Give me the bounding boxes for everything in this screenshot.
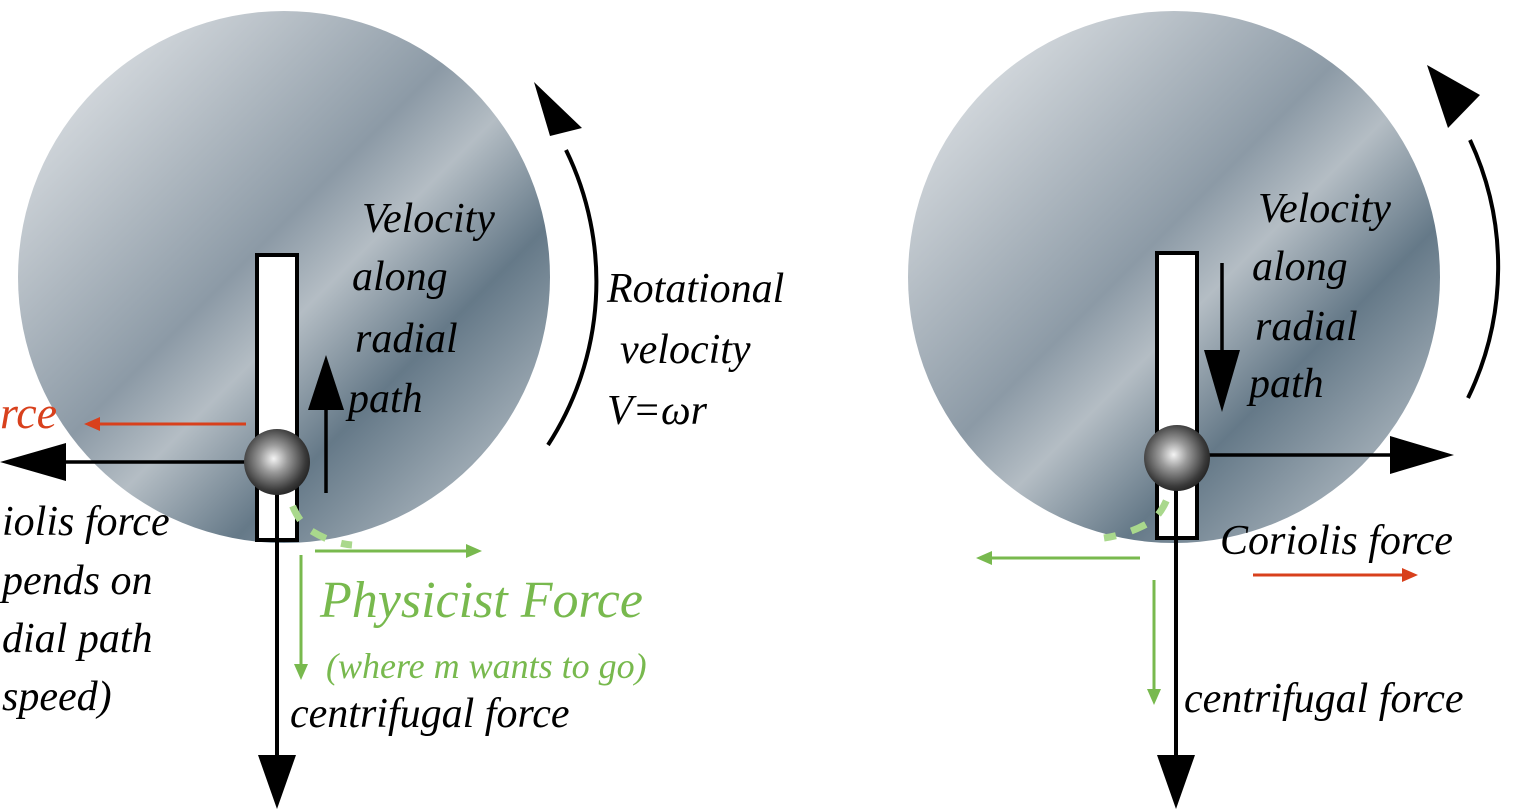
left-coriolis-label-3: dial path [2, 616, 153, 662]
right-rotation-arrowhead [1427, 65, 1480, 128]
rotational-formula: V=ωr [607, 388, 708, 434]
left-rotation-arc [548, 150, 596, 445]
rotational-label-1: Rotational [606, 266, 784, 312]
right-green-arrow-down-head [1147, 689, 1161, 705]
left-velocity-label-4: path [345, 376, 423, 422]
left-green-arrow-right-head [466, 544, 482, 558]
left-velocity-label-2: along [352, 254, 448, 300]
left-centrifugal-arrowhead [258, 755, 296, 809]
right-centrifugal-arrowhead [1157, 755, 1195, 809]
left-coriolis-label-1: iolis force [2, 499, 170, 545]
right-mass-ball [1144, 425, 1210, 491]
left-centrifugal-label: centrifugal force [290, 691, 570, 737]
right-rotation-arc [1468, 140, 1498, 398]
left-red-force-label: rce [0, 387, 57, 438]
right-green-arrow-left-head [976, 551, 992, 565]
physicist-force-label: Physicist Force [319, 572, 643, 629]
left-mass-ball [244, 429, 310, 495]
physicist-force-note: (where m wants to go) [326, 646, 647, 686]
right-velocity-label-1: Velocity [1258, 186, 1391, 232]
right-coriolis-label: Coriolis force [1220, 518, 1453, 564]
left-velocity-label-1: Velocity [362, 196, 495, 242]
left-green-arrow-down-head [294, 664, 308, 680]
left-coriolis-label-4: speed) [2, 674, 112, 720]
right-velocity-label-2: along [1252, 244, 1348, 290]
right-velocity-label-4: path [1246, 361, 1324, 407]
left-coriolis-arrowhead [0, 443, 66, 481]
left-coriolis-label-2: pends on [0, 558, 153, 604]
left-velocity-label-3: radial [355, 316, 458, 362]
rotational-label-2: velocity [620, 327, 751, 373]
right-centrifugal-label: centrifugal force [1184, 676, 1464, 722]
right-red-coriolis-arrowhead [1402, 568, 1418, 582]
left-rotation-arrowhead [534, 82, 582, 136]
right-velocity-label-3: radial [1255, 304, 1358, 350]
right-coriolis-arrowhead [1390, 436, 1454, 474]
